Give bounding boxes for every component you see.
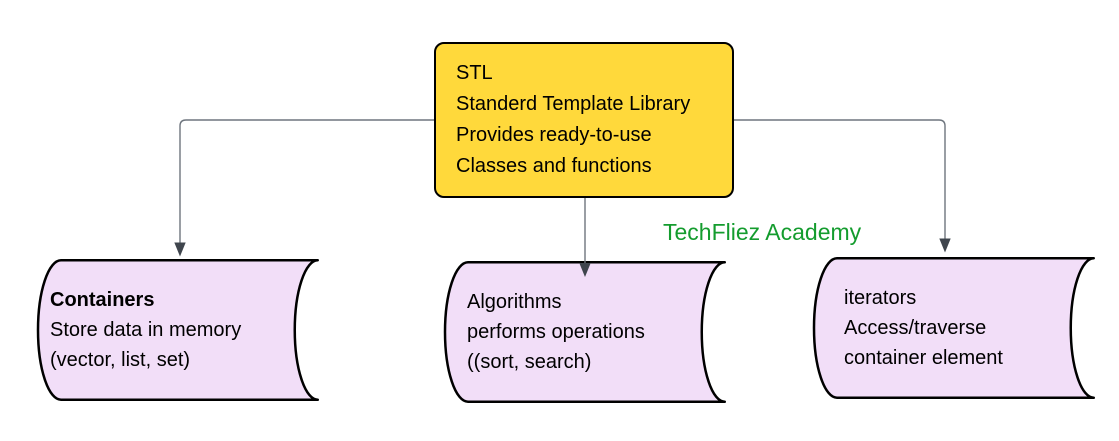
node-iterators-line-2: Access/traverse [844,317,987,339]
node-iterators-line-3: container element [844,347,1003,369]
node-containers-line-3: (vector, list, set) [50,349,191,371]
node-algorithms-title: Algorithms [467,291,562,313]
node-containers-line-2: Store data in memory [50,319,242,341]
stored-data-shape [36,259,319,401]
node-iterators-text: iterators Access/traverse container elem… [844,283,1003,373]
root-line-3: Provides ready-to-use [456,124,652,146]
node-iterators-title: iterators [844,287,917,309]
stored-data-shape [443,261,726,403]
arrowhead-iterators [939,238,951,253]
watermark-text: TechFliez Academy [663,219,862,245]
root-line-1: STL [456,62,493,84]
node-algorithms-text: Algorithms performs operations ((sort, s… [467,287,645,377]
node-algorithms-line-3: ((sort, search) [467,351,592,373]
root-line-2: Standerd Template Library [456,93,691,115]
root-line-4: Classes and functions [456,155,652,177]
node-containers-title: Containers [50,289,155,311]
node-algorithms: Algorithms performs operations ((sort, s… [443,261,726,403]
node-containers: Containers Store data in memory (vector,… [36,259,319,401]
node-iterators: iterators Access/traverse container elem… [812,257,1095,399]
stored-data-shape [812,257,1095,399]
edge-root-to-containers [179,119,434,243]
node-stl-root: STL Standerd Template Library Provides r… [434,42,734,198]
node-containers-text: Containers Store data in memory (vector,… [50,285,241,375]
node-algorithms-line-2: performs operations [467,321,645,343]
arrowhead-containers [174,242,186,257]
